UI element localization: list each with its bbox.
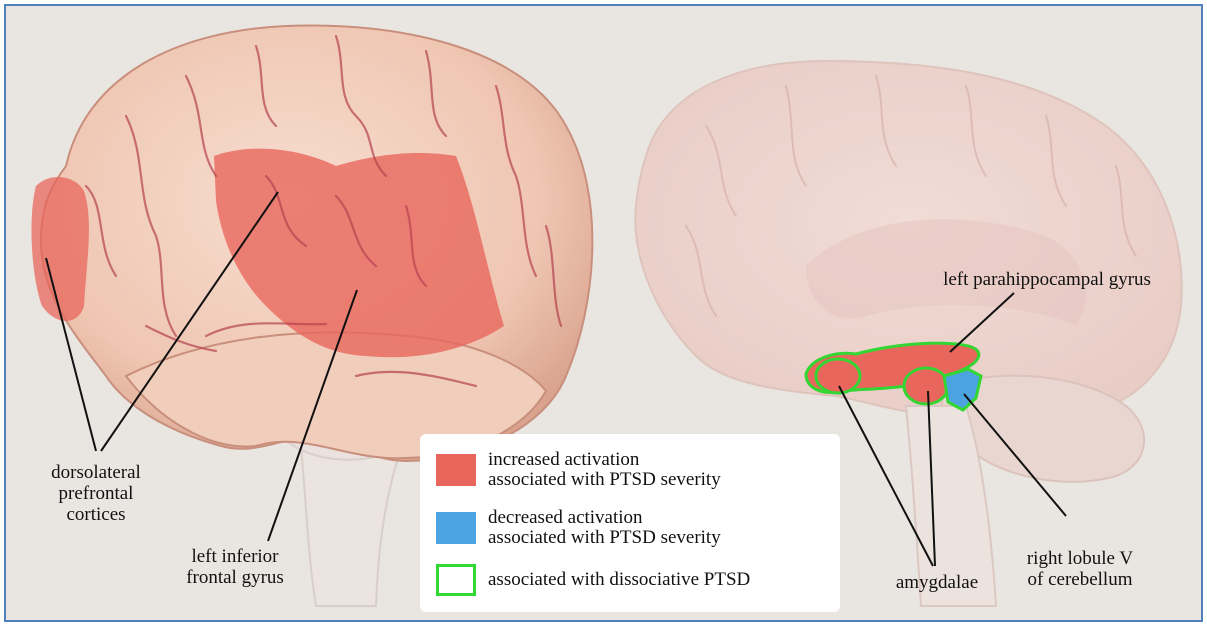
legend-text-dissociative: associated with dissociative PTSD <box>488 570 750 590</box>
legend-item-dissociative: associated with dissociative PTSD <box>436 564 750 596</box>
label-parahippocampal: left parahippocampal gyrus <box>916 269 1178 290</box>
right-amygdala-region <box>904 368 948 404</box>
label-amygdalae: amygdalae <box>882 572 992 593</box>
decreased-swatch <box>436 512 476 544</box>
left-dlpfc-region <box>31 177 88 321</box>
dissociative-swatch <box>436 564 476 596</box>
left-amygdala-region <box>816 359 860 393</box>
increased-swatch <box>436 454 476 486</box>
